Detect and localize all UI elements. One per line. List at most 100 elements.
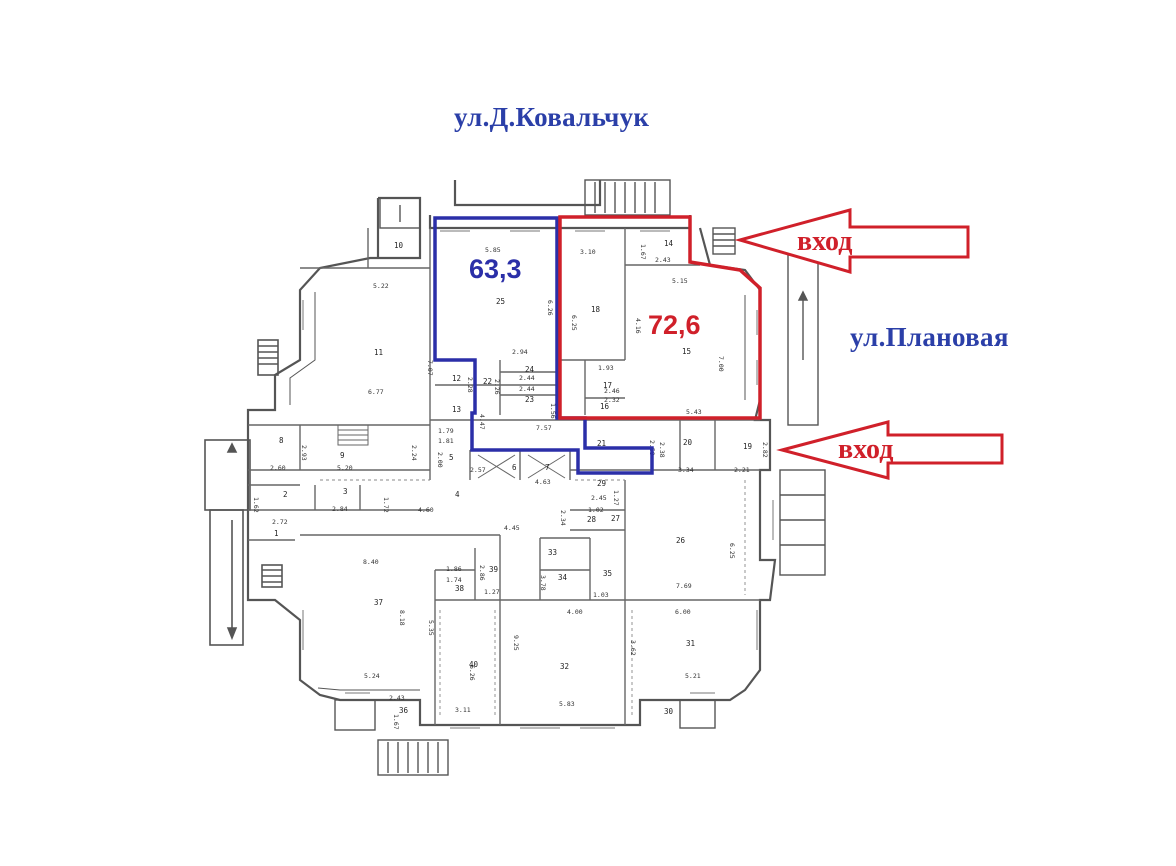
dimension-label: 4.45 bbox=[504, 524, 520, 532]
room-number-4: 4 bbox=[455, 490, 460, 499]
dimension-label: 2.32 bbox=[604, 396, 620, 404]
dimension-label: 7.69 bbox=[676, 582, 692, 590]
room-number-2: 2 bbox=[283, 490, 288, 499]
dimension-label: 2.84 bbox=[332, 505, 348, 513]
room-number-6: 6 bbox=[512, 463, 517, 472]
room-number-17: 17 bbox=[603, 381, 612, 390]
dimension-label: 3.34 bbox=[678, 466, 694, 474]
dimension-label: 1.72 bbox=[382, 497, 390, 513]
room-number-15: 15 bbox=[682, 347, 691, 356]
windows bbox=[302, 230, 774, 729]
room-number-5: 5 bbox=[449, 453, 454, 462]
room-number-25: 25 bbox=[496, 297, 505, 306]
dimension-label: 4.63 bbox=[535, 478, 551, 486]
room-number-10: 10 bbox=[394, 241, 404, 250]
dimension-label: 5.35 bbox=[427, 620, 435, 636]
dimension-label: 1.74 bbox=[446, 576, 462, 584]
room-number-37: 37 bbox=[374, 598, 383, 607]
entrance-label-top: вход bbox=[797, 226, 852, 257]
dimension-label: 5.24 bbox=[364, 672, 380, 680]
room-number-27: 27 bbox=[611, 514, 620, 523]
dimension-label: 1.67 bbox=[392, 714, 400, 730]
room-number-26: 26 bbox=[676, 536, 686, 545]
room-number-33: 33 bbox=[548, 548, 557, 557]
dimension-label: 3.62 bbox=[629, 640, 637, 656]
room-number-24: 24 bbox=[525, 365, 535, 374]
room-number-21: 21 bbox=[597, 439, 606, 448]
dimension-label: 8.40 bbox=[363, 558, 379, 566]
entrance-arrow-bottom bbox=[776, 420, 1004, 480]
dimension-label: 2.44 bbox=[519, 385, 535, 393]
dimension-label: 2.21 bbox=[734, 466, 750, 474]
dimension-label: 8.18 bbox=[398, 610, 406, 626]
dimension-label: 5.20 bbox=[337, 464, 353, 472]
room-number-18: 18 bbox=[591, 305, 601, 314]
north-stair bbox=[379, 179, 671, 229]
dashed-lines bbox=[320, 479, 746, 715]
dimension-label: 1.62 bbox=[252, 497, 260, 513]
dimension-label: 1.56 bbox=[549, 403, 557, 419]
dimension-label: 9.25 bbox=[512, 635, 520, 651]
dimension-label: 2.43 bbox=[655, 256, 671, 264]
dimension-label: 7.57 bbox=[536, 424, 552, 432]
dimension-label: 5.43 bbox=[686, 408, 702, 416]
room-number-36: 36 bbox=[399, 706, 409, 715]
entrance-arrow-top bbox=[734, 208, 970, 274]
room-number-28: 28 bbox=[587, 515, 597, 524]
room-number-20: 20 bbox=[683, 438, 693, 447]
room-number-13: 13 bbox=[452, 405, 461, 414]
dimension-label: 5.15 bbox=[672, 277, 688, 285]
dimension-label: 2.38 bbox=[658, 442, 666, 458]
dimension-label: 6.00 bbox=[675, 608, 691, 616]
dimension-label: 6.26 bbox=[468, 665, 476, 681]
dimension-label: 1.79 bbox=[438, 427, 454, 435]
dimension-label: 2.94 bbox=[512, 348, 528, 356]
room-number-9: 9 bbox=[340, 451, 345, 460]
dimension-label: 2.93 bbox=[300, 445, 308, 461]
dimension-label: 1.27 bbox=[612, 490, 620, 506]
dimension-label: 2.46 bbox=[604, 387, 620, 395]
dimension-label: 3.10 bbox=[580, 248, 596, 256]
dimension-label: 1.93 bbox=[598, 364, 614, 372]
unit-outline-red bbox=[558, 215, 762, 420]
dimension-label: 2.00 bbox=[436, 452, 444, 468]
room-number-39: 39 bbox=[489, 565, 498, 574]
dimension-label: 2.28 bbox=[466, 377, 474, 393]
street-label-north: ул.Д.Ковальчук bbox=[454, 102, 650, 132]
dimension-label: 3.78 bbox=[539, 575, 547, 591]
west-annex bbox=[204, 339, 283, 646]
room-number-8: 8 bbox=[279, 436, 284, 445]
room-number-32: 32 bbox=[560, 662, 569, 671]
dimension-label: 2.43 bbox=[389, 694, 405, 702]
dimension-label: 6.77 bbox=[368, 388, 384, 396]
dimension-label: 2.34 bbox=[559, 510, 567, 526]
dimension-label: 2.44 bbox=[519, 374, 535, 382]
dimension-label: 2.26 bbox=[493, 379, 501, 395]
dimension-label: 4.47 bbox=[478, 414, 486, 430]
dimension-label: 2.57 bbox=[470, 466, 486, 474]
dimension-label: 5.85 bbox=[485, 246, 501, 254]
room-number-12: 12 bbox=[452, 374, 461, 383]
room-number-19: 19 bbox=[743, 442, 752, 451]
south-stair bbox=[334, 699, 716, 776]
dimension-label: 6.26 bbox=[546, 300, 554, 316]
unit-area-blue: 63,3 bbox=[469, 254, 522, 284]
room-number-38: 38 bbox=[455, 584, 465, 593]
room-number-40: 40 bbox=[469, 660, 479, 669]
room-number-16: 16 bbox=[600, 402, 610, 411]
room-number-31: 31 bbox=[686, 639, 695, 648]
dimension-label: 1.03 bbox=[593, 591, 609, 599]
dimension-label: 4.00 bbox=[567, 608, 583, 616]
dimension-label: 1.81 bbox=[438, 437, 454, 445]
dimension-label: 5.21 bbox=[685, 672, 701, 680]
room-number-7: 7 bbox=[545, 463, 550, 472]
unit-area-red: 72,6 bbox=[648, 310, 701, 340]
dimension-label: 2.82 bbox=[761, 442, 769, 458]
dimension-label: 6.25 bbox=[570, 315, 578, 331]
room-number-11: 11 bbox=[374, 348, 383, 357]
dimension-label: 2.60 bbox=[270, 464, 286, 472]
dimension-label: 4.16 bbox=[634, 318, 642, 334]
dimension-label: 7.07 bbox=[426, 360, 434, 376]
